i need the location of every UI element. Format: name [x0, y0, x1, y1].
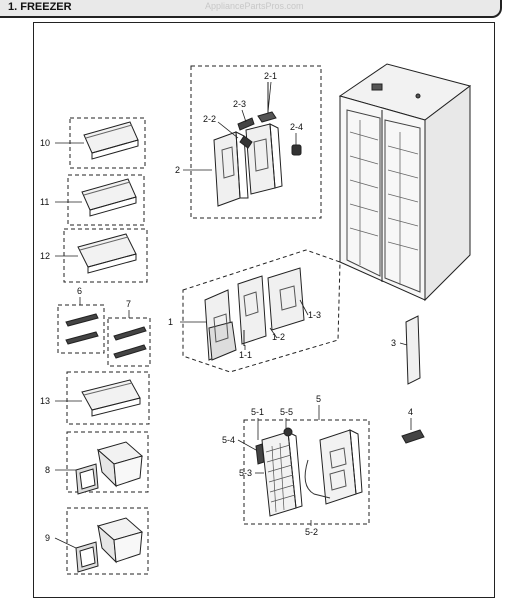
- shelf-13: [81, 379, 141, 417]
- part-5-assembly: [255, 427, 363, 517]
- bin-9: [75, 517, 144, 573]
- callout-5: 5: [316, 394, 321, 404]
- callout-5-3: 5-3: [239, 468, 252, 478]
- part-2-4-knob: [291, 144, 302, 156]
- part-4-bracket: [401, 429, 425, 444]
- section-title: 1. FREEZER: [8, 1, 72, 13]
- callout-9: 9: [45, 533, 50, 543]
- callout-2-2: 2-2: [203, 114, 216, 124]
- callout-5-4: 5-4: [222, 435, 235, 445]
- callout-12: 12: [40, 251, 50, 261]
- callout-8: 8: [45, 465, 50, 475]
- callout-4: 4: [408, 407, 413, 417]
- shelf-10: [83, 121, 139, 160]
- part-2-3-bracket: [237, 117, 255, 131]
- callout-1-1: 1-1: [239, 350, 252, 360]
- callout-10: 10: [40, 138, 50, 148]
- refrigerator-cabinet: [338, 63, 472, 302]
- callout-13: 13: [40, 396, 50, 406]
- callout-1: 1: [168, 317, 173, 327]
- part-2-2-screw: [239, 135, 253, 149]
- callout-5-1: 5-1: [251, 407, 264, 417]
- shelf-12: [77, 233, 137, 274]
- callout-5-5: 5-5: [280, 407, 293, 417]
- part-2-housing: [213, 123, 283, 207]
- callout-2-1: 2-1: [264, 71, 277, 81]
- watermark-text: AppliancePartsPros.com: [205, 1, 304, 11]
- part-1-assembly: [204, 267, 305, 361]
- callout-1-2: 1-2: [272, 332, 285, 342]
- part-3-bar: [405, 315, 421, 385]
- callout-1-3: 1-3: [308, 310, 321, 320]
- callout-5-2: 5-2: [305, 527, 318, 537]
- part-2-1-cover: [257, 82, 277, 123]
- shelf-11: [81, 178, 137, 217]
- callout-7: 7: [126, 299, 131, 309]
- bin-8: [75, 441, 144, 495]
- callout-2: 2: [175, 165, 180, 175]
- callout-2-4: 2-4: [290, 122, 303, 132]
- callout-11: 11: [40, 197, 49, 207]
- section-header: 1. FREEZER AppliancePartsPros.com: [0, 0, 502, 18]
- callout-6: 6: [77, 286, 82, 296]
- rail-set-6: [65, 313, 99, 345]
- callout-3: 3: [391, 338, 396, 348]
- diagram-frame: [33, 22, 495, 598]
- rail-set-7: [113, 326, 147, 359]
- callout-2-3: 2-3: [233, 99, 246, 109]
